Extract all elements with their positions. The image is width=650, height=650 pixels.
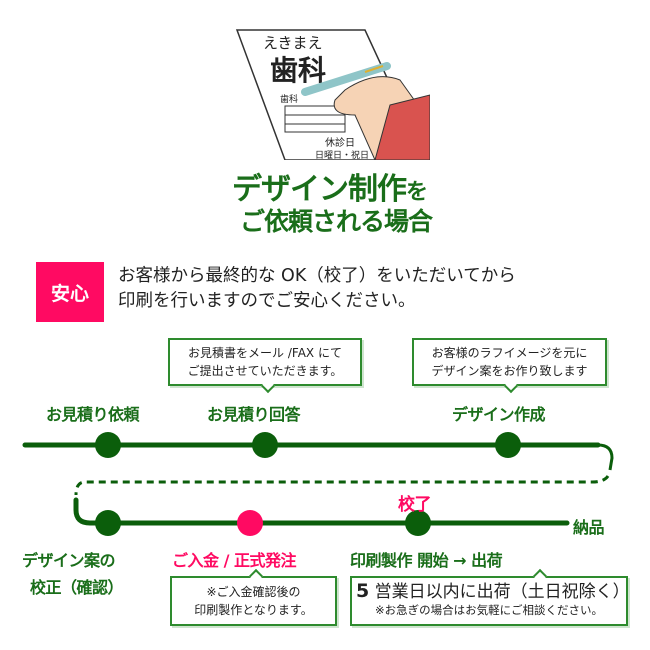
bubble-shipping-line1: 5 営業日以内に出荷（土日祝除く）: [356, 580, 630, 602]
ship-days: 5: [356, 580, 370, 602]
dental-flyer-illustration: えきまえ 歯科 歯科 休診日 日曜日・祝日 03-6304-13: [235, 29, 430, 160]
step-reply: お見積り回答: [207, 405, 301, 424]
bubble-design: お客様のラフイメージを元に デザイン案をお作り致します: [412, 338, 607, 394]
step-dot-request: [95, 432, 121, 458]
arrow-right-icon: →: [453, 551, 467, 570]
step-proof: デザイン案の 校正（確認）: [22, 547, 124, 601]
step-production-label: 印刷製作 開始: [350, 551, 449, 570]
title-line1: デザイン制作: [232, 172, 407, 207]
timeline-curve-right: [597, 443, 614, 471]
sign-main-text: 歯科: [270, 54, 326, 87]
sign-label: 歯科: [280, 93, 298, 105]
bubble-design-line2: デザイン案をお作り致します: [431, 364, 588, 378]
step-dot-production: [405, 510, 431, 536]
step-production: 印刷製作 開始 → 出荷: [350, 547, 503, 571]
bubble-reply-line1: お見積書をメール /FAX にて: [188, 346, 342, 360]
bubble-reply-line2: ご提出させていただきます。: [187, 364, 343, 378]
step-proof-line1: デザイン案の: [22, 551, 116, 570]
notice-line2: 印刷を行いますのでご安心ください。: [118, 291, 416, 311]
step-dot-proof: [95, 510, 121, 536]
title-suffix: を: [406, 180, 428, 205]
bubble-payment: ※ご入金確認後の 印刷製作となります。: [170, 568, 337, 626]
notice-text: お客様から最終的な OK（校了）をいただいてから印刷を行いますのでご安心ください…: [118, 264, 516, 314]
timeline-dashed: [74, 475, 610, 496]
step-request: お見積り依頼: [46, 405, 140, 424]
step-design: デザイン作成: [452, 405, 546, 424]
step-approval: 校了: [398, 495, 432, 515]
hours-days: 日曜日・祝日: [315, 149, 369, 160]
step-shipping-label: 出荷: [471, 551, 503, 570]
bubble-shipping: 5 営業日以内に出荷（土日祝除く） ※お急ぎの場合はお気軽にご相談ください。: [350, 568, 630, 626]
bubble-shipping-line2: ※お急ぎの場合はお気軽にご相談ください。: [375, 603, 603, 617]
hours-title: 休診日: [325, 136, 355, 149]
step-dot-design: [495, 432, 521, 458]
step-dot-reply: [252, 432, 278, 458]
timeline-line-bottom: [73, 497, 570, 526]
step-delivery: 納品: [573, 518, 605, 537]
bubble-payment-line1: ※ご入金確認後の: [206, 585, 301, 599]
bubble-payment-line2: 印刷製作となります。: [194, 603, 313, 617]
step-dot-payment: [237, 510, 263, 536]
page-title: デザイン制作を: [232, 164, 428, 208]
pen-icon: [301, 62, 391, 96]
ship-text: 営業日以内に出荷（土日祝除く）: [374, 582, 630, 602]
sign-top-text: えきまえ: [263, 34, 323, 52]
step-payment: ご入金 / 正式発注: [172, 551, 297, 570]
bubble-design-line1: お客様のラフイメージを元に: [431, 346, 588, 360]
anshin-badge: 安心: [36, 262, 104, 322]
step-proof-line2: 校正（確認）: [30, 578, 124, 597]
bubble-reply: お見積書をメール /FAX にて ご提出させていただきます。: [168, 338, 362, 394]
notice-line1: お客様から最終的な OK（校了）をいただいてから: [118, 266, 516, 286]
page-subtitle: ご依頼される場合: [240, 207, 433, 236]
